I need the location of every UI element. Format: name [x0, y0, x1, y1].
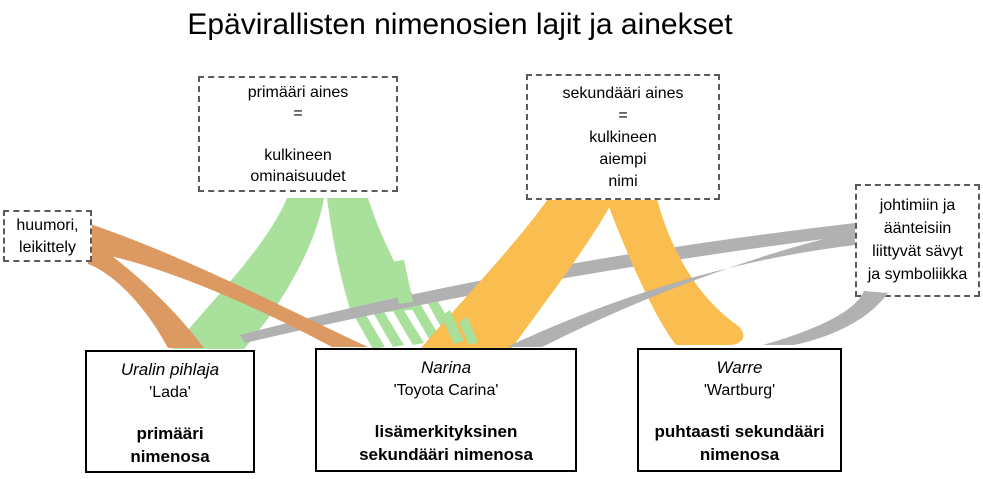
flow-orange-to-box2-band — [421, 199, 614, 348]
flow-gray-to-box1-band — [240, 223, 855, 343]
flow-tan-humor-to-box1-band — [88, 238, 204, 348]
flow-orange-to-box3-band — [606, 199, 744, 345]
flow-green-accent-fingers — [389, 260, 478, 345]
page-title: Epävirallisten nimenosien lajit ja ainek… — [187, 8, 733, 41]
flow-green-primary-to-box1-band — [172, 198, 324, 349]
flow-gray-to-box3-band — [763, 291, 888, 345]
flow-tan-humor-to-box2-band — [90, 224, 368, 347]
flow-gray-to-box2-band — [507, 231, 855, 347]
